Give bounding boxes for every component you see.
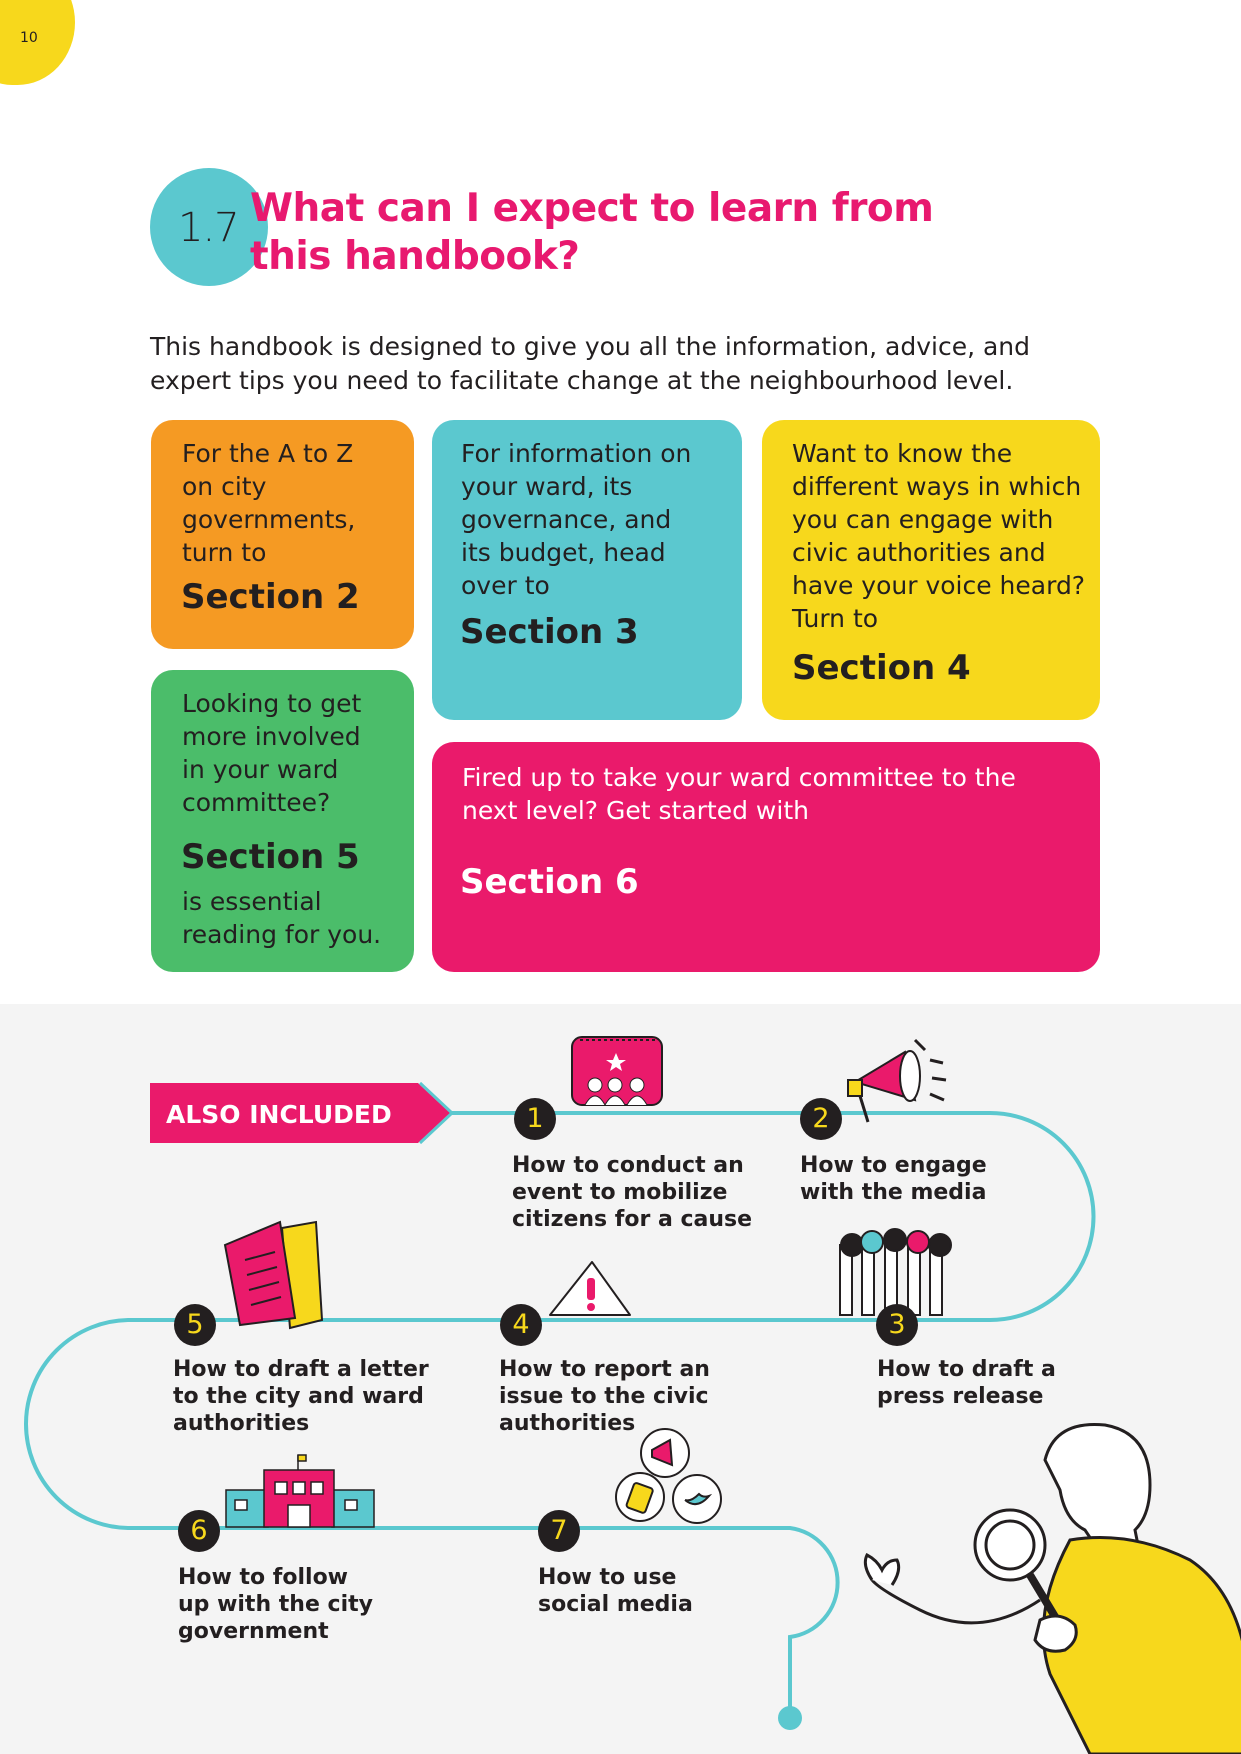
card-section-2: For the A to Z on city governments, turn… <box>151 420 414 649</box>
page-title: What can I expect to learn from this han… <box>250 186 934 279</box>
step-number-5: 5 <box>174 1304 216 1346</box>
also-included-banner <box>150 1083 450 1143</box>
microphones-icon <box>839 1228 952 1316</box>
card-text: Looking to get more involved in your war… <box>182 689 362 817</box>
megaphone-icon <box>847 1038 947 1123</box>
social-media-icon <box>615 1428 722 1524</box>
event-calendar-icon <box>571 1036 663 1106</box>
step-number-4: 4 <box>500 1304 542 1346</box>
section-number-circle <box>150 168 268 286</box>
card-text: Fired up to take your ward committee to … <box>462 763 1016 825</box>
step-number-6: 6 <box>178 1510 220 1552</box>
card-text-after: is essential reading for you. <box>182 887 382 949</box>
card-section-label: Section 3 <box>460 612 639 652</box>
step-text-5: How to draft a letter to the city and wa… <box>173 1357 429 1436</box>
step-number-7: 7 <box>538 1510 580 1552</box>
card-text: For information on your ward, its govern… <box>461 439 692 600</box>
winding-path <box>24 1111 1096 1718</box>
step-number-2: 2 <box>800 1098 842 1140</box>
city-building-icon <box>225 1454 375 1528</box>
card-section-label: Section 6 <box>460 862 639 902</box>
section-number: 1.7 <box>178 205 240 251</box>
letter-icon <box>223 1220 324 1330</box>
card-section-label: Section 4 <box>792 648 971 688</box>
page-number: 10 <box>20 30 38 46</box>
step-number-3: 3 <box>876 1304 918 1346</box>
card-text: Want to know the different ways in which… <box>792 439 1086 633</box>
magnifying-glass-person-illustration <box>863 1422 1241 1754</box>
step-text-3: How to draft a press release <box>877 1357 1056 1409</box>
step-text-1: How to conduct an event to mobilize citi… <box>512 1153 753 1232</box>
card-section-5: Looking to get more involved in your war… <box>151 670 414 972</box>
also-included-label: ALSO INCLUDED <box>166 1100 392 1129</box>
step-text-7: How to use social media <box>538 1565 693 1617</box>
step-text-2: How to engage with the media <box>800 1153 987 1205</box>
card-section-label: Section 2 <box>181 577 360 617</box>
card-section-label: Section 5 <box>181 837 360 877</box>
card-section-6: Fired up to take your ward committee to … <box>432 742 1100 972</box>
intro-paragraph: This handbook is designed to give you al… <box>150 332 1031 395</box>
card-section-4: Want to know the different ways in which… <box>762 420 1100 720</box>
banner-outline <box>418 1081 455 1145</box>
card-text: For the A to Z on city governments, turn… <box>182 439 356 567</box>
step-text-6: How to follow up with the city governmen… <box>178 1565 373 1644</box>
card-section-3: For information on your ward, its govern… <box>432 420 742 720</box>
path-end-dot <box>778 1706 802 1730</box>
step-text-4: How to report an issue to the civic auth… <box>499 1357 710 1436</box>
warning-icon <box>549 1261 631 1316</box>
step-number-1: 1 <box>514 1098 556 1140</box>
